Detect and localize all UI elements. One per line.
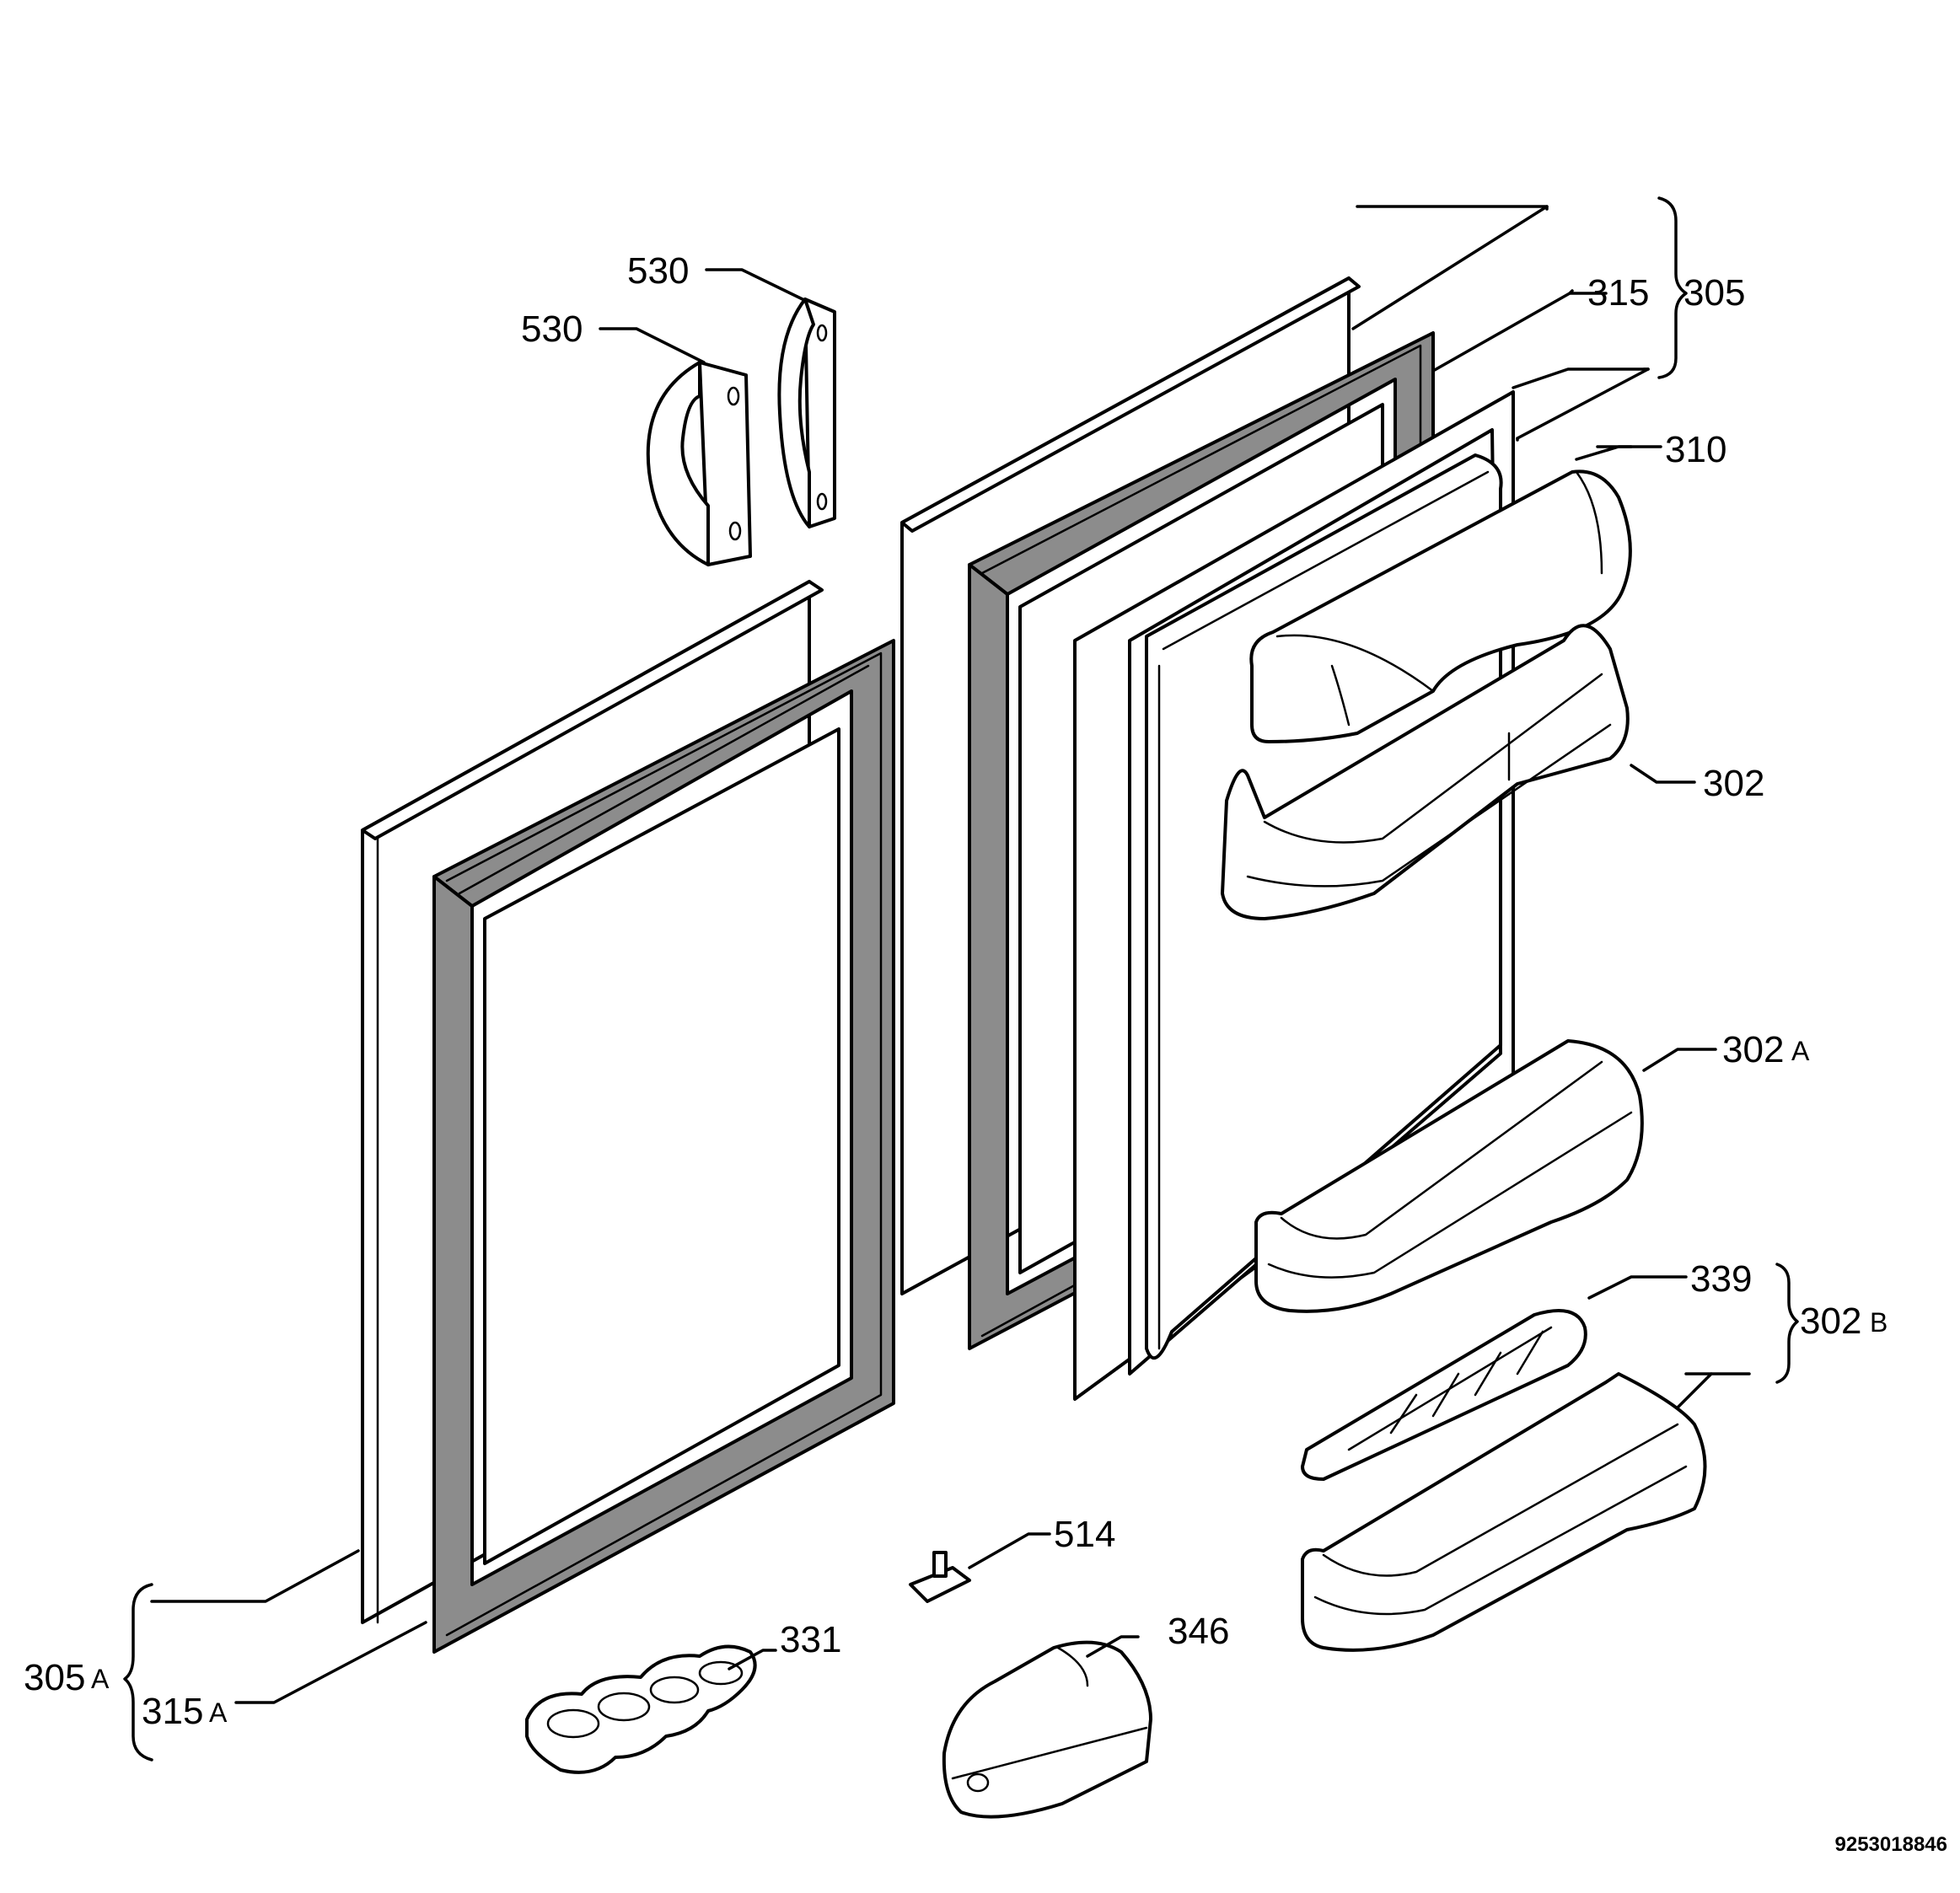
- label-346: 346: [1168, 1611, 1229, 1652]
- label-302b-suffix: B: [1870, 1307, 1888, 1338]
- label-302b-number: 302: [1800, 1300, 1861, 1342]
- label-302a-suffix: A: [1791, 1036, 1810, 1066]
- butter-dish-346: [942, 1640, 1152, 1819]
- label-514: 514: [1054, 1514, 1115, 1555]
- handle-530-top: [777, 298, 836, 528]
- egg-tray-331: [525, 1644, 757, 1774]
- label-339: 339: [1690, 1258, 1752, 1300]
- flap-339: [1301, 1309, 1587, 1481]
- label-310: 310: [1665, 429, 1726, 470]
- label-530-top: 530: [627, 250, 689, 292]
- label-315a-number: 315: [142, 1691, 203, 1732]
- label-530-left: 530: [521, 308, 583, 350]
- brace-302b: [1775, 1263, 1799, 1384]
- label-302: 302: [1703, 763, 1764, 804]
- brace-305a: [123, 1583, 153, 1762]
- shelf-302b: [1301, 1372, 1707, 1652]
- handle-530-left: [646, 361, 752, 566]
- label-331: 331: [780, 1619, 841, 1660]
- hinge-514: [909, 1551, 971, 1603]
- callout-labels: 530 530 315 305 310 302 302 A 339 302 B …: [24, 250, 1888, 1732]
- label-315: 315: [1587, 272, 1649, 314]
- left-door-seal: [432, 639, 895, 1654]
- label-305: 305: [1683, 272, 1745, 314]
- shelf-302a: [1254, 1039, 1644, 1313]
- label-305a-suffix: A: [91, 1664, 110, 1694]
- label-302a-number: 302: [1722, 1029, 1784, 1070]
- shelf-302: [1221, 624, 1630, 920]
- label-315a-suffix: A: [209, 1697, 228, 1728]
- brace-305: [1657, 196, 1688, 379]
- document-code: 9253018846: [1835, 1833, 1947, 1856]
- leader-lines: [150, 205, 1751, 1704]
- label-305a-number: 305: [24, 1657, 85, 1698]
